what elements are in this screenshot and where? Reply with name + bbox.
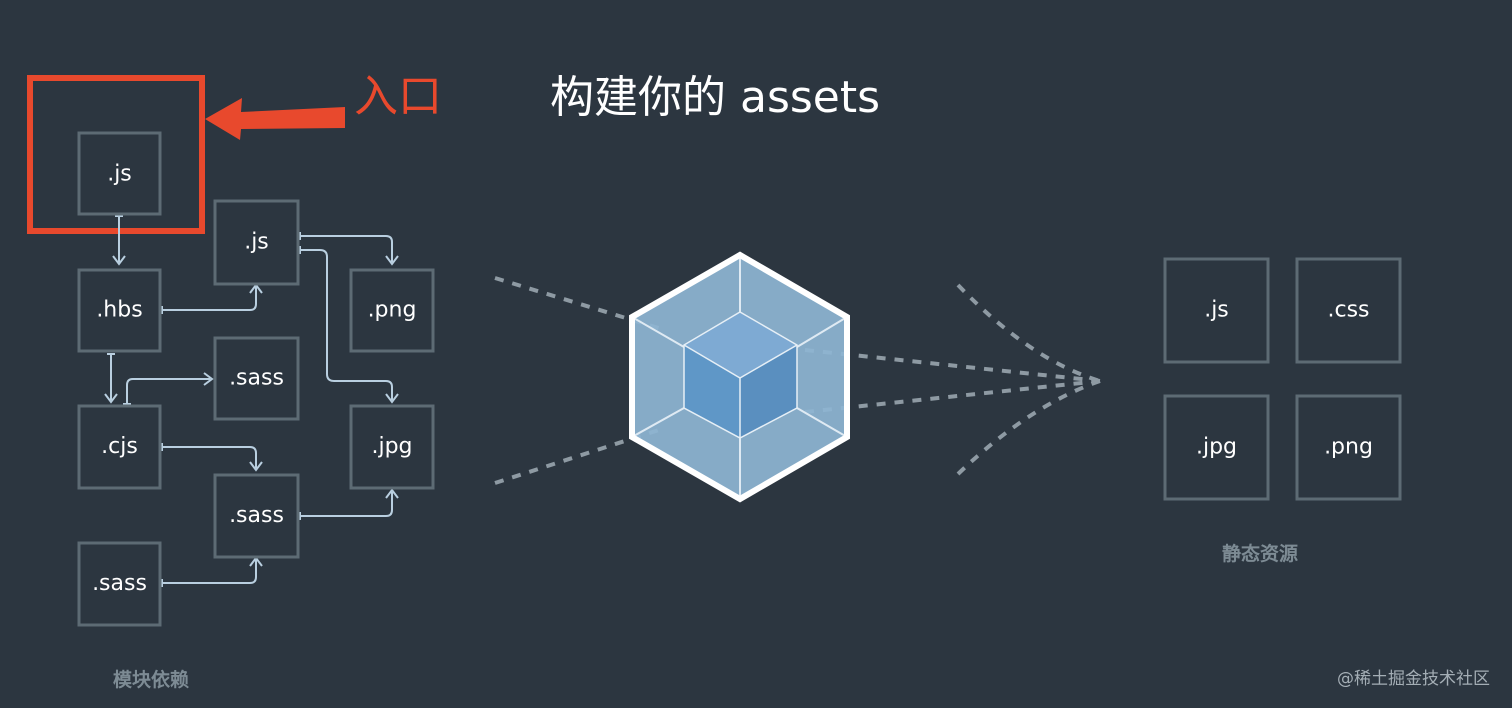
static-asset-label: .css: [1327, 298, 1369, 323]
webpack-cube-icon: [629, 251, 850, 503]
module-node-label: .cjs: [101, 434, 138, 459]
module-node-sass: .sass: [77, 541, 162, 627]
module-node-cjs: .cjs: [77, 404, 162, 490]
module-node-label: .js: [107, 162, 132, 187]
edge-cjs-to-sass2: [161, 443, 263, 472]
module-node-label: .png: [368, 298, 417, 323]
module-node-label: .sass: [92, 571, 147, 596]
module-nodes: .js .js .hbs .png .sass .cjs .jpg .sass: [77, 131, 435, 627]
dashed-curve-top: [956, 283, 1101, 383]
static-assets-caption: 静态资源: [1222, 542, 1298, 565]
page-title: 构建你的 assets: [550, 72, 880, 123]
static-asset-png: .png: [1295, 394, 1402, 501]
edge-cjs-to-sass1: [123, 372, 214, 405]
dashed-curve-bottom: [956, 379, 1101, 476]
module-node-js: .js: [213, 199, 300, 286]
module-node-sass: .sass: [213, 473, 300, 559]
static-asset-css: .css: [1295, 257, 1402, 364]
module-node-label: .sass: [229, 366, 284, 391]
module-node-label: .hbs: [96, 298, 142, 323]
module-node-hbs: .hbs: [77, 268, 162, 353]
module-node-jpg: .jpg: [349, 404, 435, 490]
entry-label: 入口: [354, 71, 442, 122]
module-node-sass: .sass: [213, 336, 300, 421]
module-deps-caption: 模块依赖: [113, 668, 189, 691]
static-asset-js: .js: [1163, 257, 1270, 364]
module-node-png: .png: [349, 268, 435, 353]
static-asset-label: .png: [1324, 435, 1373, 460]
dependency-edges: [104, 215, 399, 587]
edge-hbs-to-js2: [161, 283, 263, 314]
entry-arrow: [205, 98, 345, 140]
edge-entry-js-to-hbs: [112, 215, 126, 266]
static-assets: .js .css .jpg .png: [1163, 257, 1402, 501]
edge-js2-to-png: [299, 232, 399, 266]
entry-highlight: 入口: [27, 71, 442, 234]
module-node-entry-js: .js: [77, 131, 162, 216]
dashed-line-out-bottom: [804, 379, 1101, 414]
watermark: @稀土掘金技术社区: [1337, 669, 1490, 689]
edge-sass2-to-jpg: [299, 488, 399, 520]
dashed-line-out-top: [804, 348, 1101, 383]
entry-box: [27, 75, 205, 234]
module-node-label: .sass: [229, 503, 284, 528]
module-node-label: .jpg: [371, 434, 412, 459]
static-asset-jpg: .jpg: [1163, 394, 1270, 501]
static-asset-label: .jpg: [1196, 435, 1237, 460]
module-node-label: .js: [244, 230, 269, 255]
edge-js2-to-jpg: [299, 246, 399, 404]
edge-hbs-to-cjs: [104, 353, 118, 404]
edge-sass3-to-sass2: [161, 556, 263, 587]
static-asset-label: .js: [1204, 298, 1229, 323]
